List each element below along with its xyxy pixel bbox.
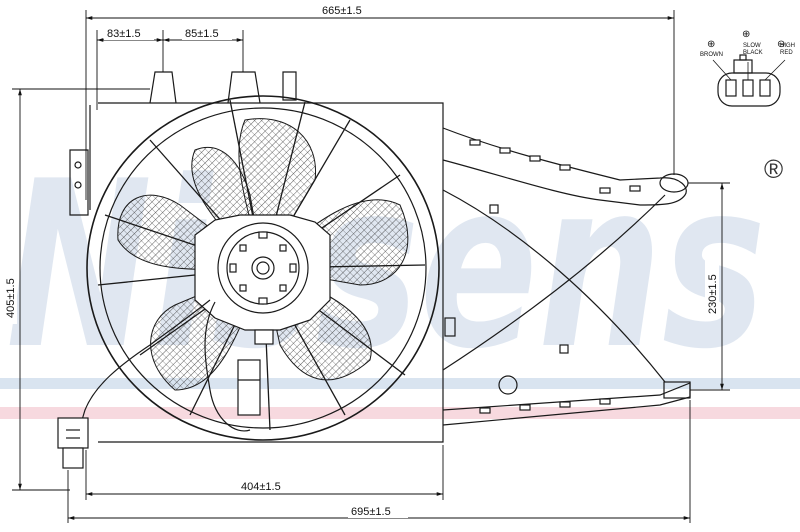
wire-harness-branch (204, 301, 251, 432)
wire-plug-body (62, 447, 84, 469)
connector-pin-2 (742, 79, 754, 97)
connector-latch-tip (739, 54, 747, 61)
connector-pin-3 (759, 79, 771, 97)
motor-terminal (254, 329, 274, 345)
motor-studs (229, 231, 297, 305)
pin-1-label: BROWN (700, 52, 723, 58)
connector-outline (717, 72, 781, 107)
registered-mark: ® (764, 154, 783, 184)
connector-pin-1 (725, 79, 737, 97)
cross-brace-up (442, 194, 666, 371)
side-clip (444, 317, 456, 337)
fan-inner-ring (99, 107, 427, 429)
top-boss-right (227, 71, 261, 104)
dim-bracket-left-offset: 83±1.5 (107, 28, 141, 40)
fan-assembly (57, 71, 691, 469)
dim-overall-bottom-width: 695±1.5 (351, 506, 391, 518)
lower-grommet (498, 375, 518, 395)
resistor-block (237, 359, 261, 416)
arm-rivets (469, 139, 641, 414)
bracket-hole-bottom (74, 181, 82, 189)
dim-overall-height: 405±1.5 (5, 278, 17, 318)
watermark-pink-band (0, 407, 800, 419)
dim-bracket-spacing: 85±1.5 (185, 28, 219, 40)
bracket-hole-top (74, 161, 82, 169)
motor-shaft (256, 261, 270, 275)
dimension-labels: 665±1.5 83±1.5 85±1.5 405±1.5 230±1.5 40… (3, 3, 719, 518)
left-mounting-bracket (69, 149, 89, 216)
top-pipe (282, 71, 297, 101)
connector-latch (733, 59, 753, 74)
cross-brace-down (442, 189, 666, 383)
top-boss-left (149, 71, 177, 104)
pin-1-symbol: ⊕ (707, 39, 715, 50)
motor-shaft-boss (251, 256, 275, 280)
dim-shroud-width: 404±1.5 (241, 481, 281, 493)
upper-right-arm (442, 127, 687, 206)
wire-harness-main (81, 299, 211, 421)
pin-3-symbol: ⊖ (777, 39, 785, 50)
fan-outer-ring (86, 95, 440, 441)
watermark-blue-band (0, 378, 800, 389)
wire-plug-housing (57, 417, 89, 449)
shroud-outline (98, 102, 444, 443)
pin-2-symbol: ⊕ (742, 29, 750, 40)
dim-mount-height: 230±1.5 (707, 274, 719, 314)
dim-overall-top-width: 665±1.5 (322, 5, 362, 17)
